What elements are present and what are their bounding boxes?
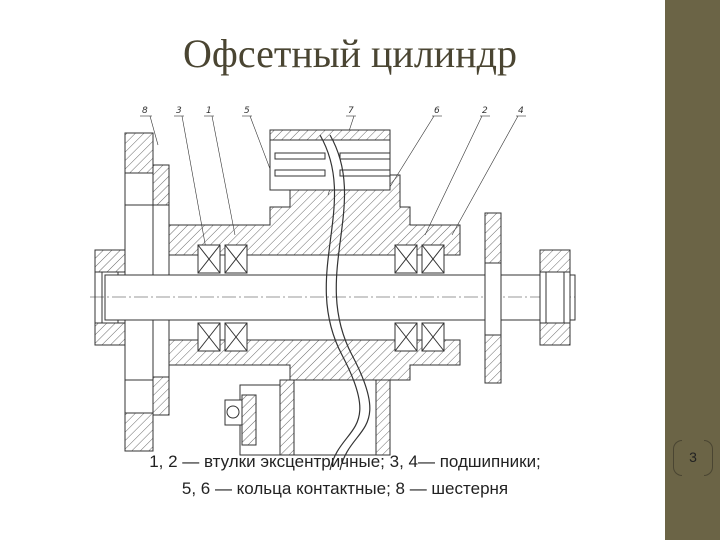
decorative-sidebar <box>665 0 720 540</box>
part-label-8: 8 <box>142 106 148 116</box>
part-label-5: 5 <box>244 106 250 116</box>
lower-housing <box>224 379 391 456</box>
caption-line-2: 5, 6 — кольца контактные; 8 — шестерня <box>181 479 509 498</box>
part-label-3: 3 <box>176 106 182 116</box>
bearing-3 <box>197 244 248 352</box>
bearing-4 <box>394 244 445 352</box>
shaft <box>90 274 576 321</box>
part-label-2: 2 <box>482 106 488 116</box>
offset-cylinder-drawing: 8 3 1 5 7 6 2 4 <box>90 106 576 471</box>
part-label-1: 1 <box>206 106 212 116</box>
right-end-block <box>484 212 571 384</box>
caption-line-1: 1, 2 — втулки эксцентричные; 3, 4— подши… <box>149 452 541 471</box>
part-label-4: 4 <box>518 106 524 116</box>
page-number: 3 <box>689 449 697 465</box>
slide-title: Офсетный цилиндр <box>183 31 517 76</box>
part-label-7: 7 <box>348 106 354 116</box>
break-line <box>319 134 371 471</box>
page-number-badge: 3 <box>673 440 713 476</box>
part-label-6: 6 <box>434 106 440 116</box>
